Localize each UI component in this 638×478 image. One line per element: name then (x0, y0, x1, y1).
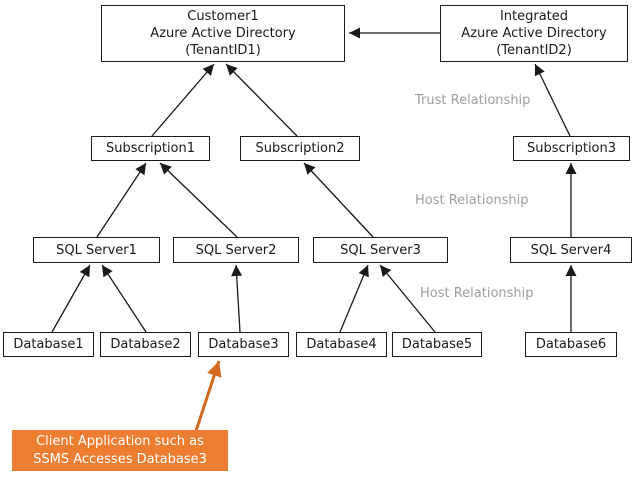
node-sql-server2: SQL Server2 (173, 237, 299, 263)
edge-database1-to-sql-server1 (51, 264, 91, 333)
node-sql-server3: SQL Server3 (313, 237, 448, 263)
node-subscription2: Subscription2 (240, 136, 360, 161)
edge-database4-to-sql-server3 (339, 264, 369, 333)
client-application-callout: Client Application such as SSMS Accesses… (12, 430, 228, 471)
host-relationship-label-upper: Host Relationship (415, 193, 529, 208)
node-subscription3: Subscription3 (513, 136, 630, 161)
node-label-line: Azure Active Directory (150, 26, 296, 41)
node-integrated-aad: Integrated Azure Active Directory (Tenan… (440, 5, 628, 62)
node-database1: Database1 (3, 332, 94, 357)
node-database2: Database2 (100, 332, 191, 357)
node-sql-server4: SQL Server4 (510, 237, 632, 263)
edge-client-callout-to-database3 (194, 360, 222, 432)
node-label-line: (TenantID1) (185, 43, 261, 58)
edge-database3-to-sql-server2 (231, 264, 243, 333)
host-relationship-label-lower: Host Relationship (420, 286, 534, 301)
edge-sql-server2-to-subscription1 (159, 162, 238, 238)
edge-sql-server1-to-subscription1 (96, 162, 147, 238)
node-label-line: Integrated (499, 9, 569, 24)
node-label-line: Azure Active Directory (461, 26, 607, 41)
edge-subscription2-to-customer-aad (225, 63, 298, 137)
edge-subscription1-to-customer-aad (151, 63, 215, 137)
node-customer1-aad: Customer1 Azure Active Directory (Tenant… (101, 5, 345, 62)
node-sql-server1: SQL Server1 (33, 237, 160, 263)
node-database5: Database5 (392, 332, 482, 357)
node-label-line: (TenantID2) (496, 43, 572, 58)
edge-sql-server3-to-subscription2 (303, 162, 374, 238)
callout-text-line: SSMS Accesses Database3 (33, 451, 207, 467)
edge-subscription3-to-integrated-aad (534, 63, 571, 137)
node-subscription1: Subscription1 (91, 136, 210, 161)
trust-relationship-label: Trust Relationship (415, 93, 531, 108)
node-database6: Database6 (525, 332, 617, 357)
node-database3: Database3 (198, 332, 289, 357)
node-database4: Database4 (296, 332, 387, 357)
edge-database2-to-sql-server1 (101, 264, 147, 333)
node-label-line: Customer1 (187, 9, 259, 24)
callout-text-line: Client Application such as (36, 433, 204, 449)
